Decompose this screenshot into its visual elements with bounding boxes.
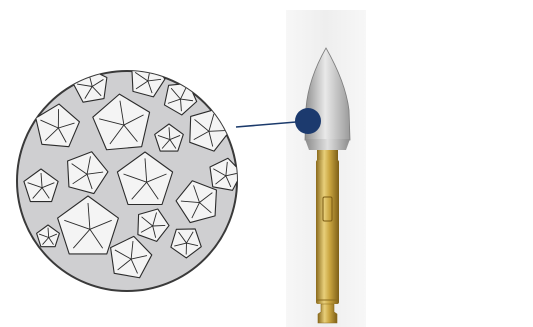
bur-collar bbox=[305, 139, 350, 150]
bur-shank bbox=[316, 160, 339, 304]
bur-latch-end bbox=[318, 304, 337, 323]
focus-dot-icon bbox=[295, 108, 321, 134]
magnifier-circle-icon bbox=[17, 58, 244, 291]
